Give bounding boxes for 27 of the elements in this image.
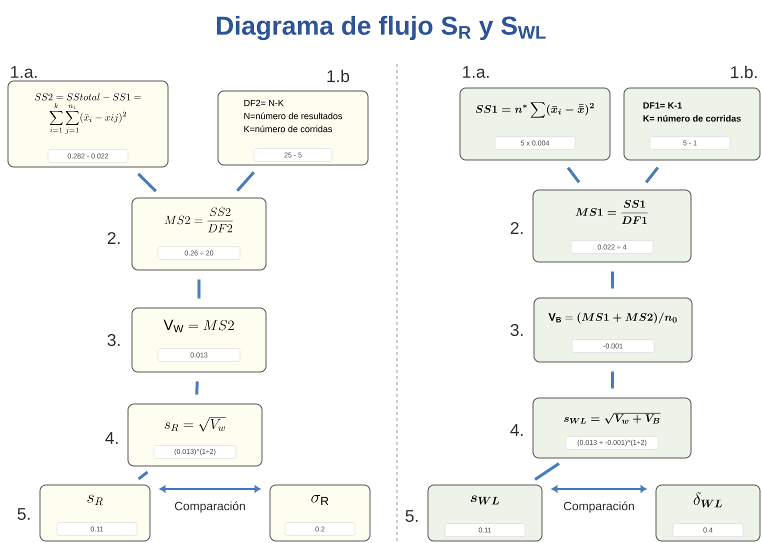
connector-line [138, 470, 148, 480]
title: Diagrama de flujo S$_{R}$ y S$_{WL}$ [217, 16, 546, 40]
edge-label: Comparación [564, 501, 634, 513]
connector-line [236, 171, 255, 192]
step-number: 1.b [328, 70, 350, 82]
connector-line [534, 462, 560, 481]
step-number: 5. [18, 508, 30, 520]
connector-line [645, 166, 659, 184]
step-number: 2. [510, 222, 523, 234]
step-number: 5. [406, 510, 418, 522]
connector-line [610, 371, 614, 389]
step-number: 1.a. [463, 66, 489, 78]
double-arrow [160, 486, 260, 493]
step-number: 3. [510, 324, 523, 336]
double-arrow [552, 486, 646, 493]
connector-line [195, 381, 199, 395]
step-number: 4. [105, 432, 118, 444]
connector-line [198, 280, 200, 298]
connector-line [566, 166, 580, 184]
step-number: 1.a. [11, 66, 37, 78]
connector-line [137, 172, 157, 192]
step-number: 4. [510, 424, 523, 436]
step-number: 3. [108, 334, 120, 346]
step-number: 1.b. [731, 66, 757, 78]
edge-label: Comparación [174, 501, 245, 513]
connector-line [610, 271, 614, 289]
step-number: 2. [108, 232, 120, 244]
